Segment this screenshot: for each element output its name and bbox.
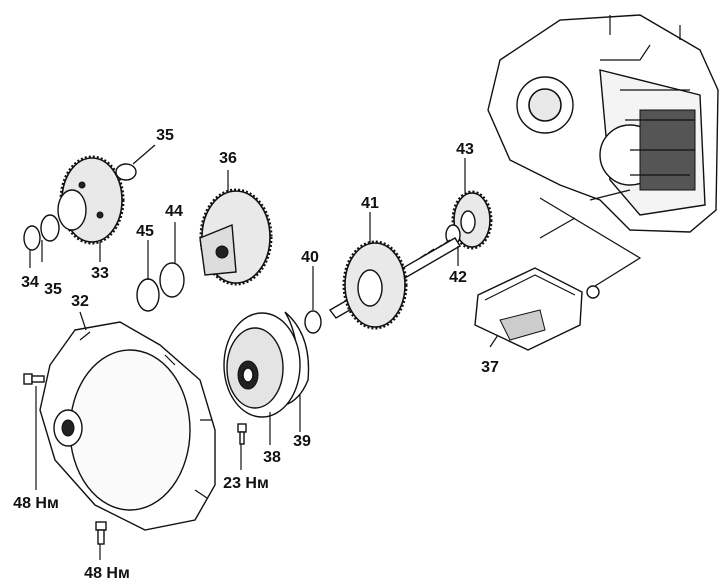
shim-34	[23, 225, 41, 251]
clutch-housing-32	[39, 321, 216, 531]
callout-39: 39	[293, 433, 311, 450]
callout-33: 33	[91, 265, 109, 282]
callout-36: 36	[219, 150, 237, 167]
seal-ring-40	[304, 310, 322, 334]
callout-32: 32	[71, 293, 89, 310]
torque-label-pump: 23 Нм	[223, 475, 269, 492]
callout-38: 38	[263, 449, 281, 466]
callout-34: 34	[21, 274, 39, 291]
bolt-48nm-bottom	[95, 521, 107, 545]
torque-label-left: 48 Нм	[13, 495, 59, 512]
callout-43: 43	[456, 141, 474, 158]
callout-35-top: 35	[156, 127, 174, 144]
callout-41: 41	[361, 195, 379, 212]
o-ring-35-top	[115, 163, 137, 181]
strainer-guide-lines	[539, 197, 642, 287]
gear-33	[57, 155, 125, 245]
bearing-44	[159, 262, 185, 298]
gear-43	[451, 190, 493, 250]
callout-35-bottom: 35	[44, 281, 62, 298]
torque-label-bottom: 48 Нм	[84, 565, 130, 582]
leader-lines	[29, 144, 499, 560]
callout-45: 45	[136, 223, 154, 240]
callout-37: 37	[481, 359, 499, 376]
callout-40: 40	[301, 249, 319, 266]
transmission-case	[487, 14, 719, 233]
bearing-35	[40, 214, 60, 242]
ring-45	[136, 278, 160, 312]
callout-42: 42	[449, 269, 467, 286]
bolt-48nm-left	[23, 373, 45, 385]
shaft-41	[328, 237, 461, 330]
oil-pump-38	[223, 312, 301, 418]
differential-36	[199, 188, 273, 286]
oil-strainer	[474, 267, 583, 351]
callout-44: 44	[165, 203, 183, 220]
bolt-23nm	[237, 423, 247, 445]
o-ring-strainer	[586, 285, 600, 299]
